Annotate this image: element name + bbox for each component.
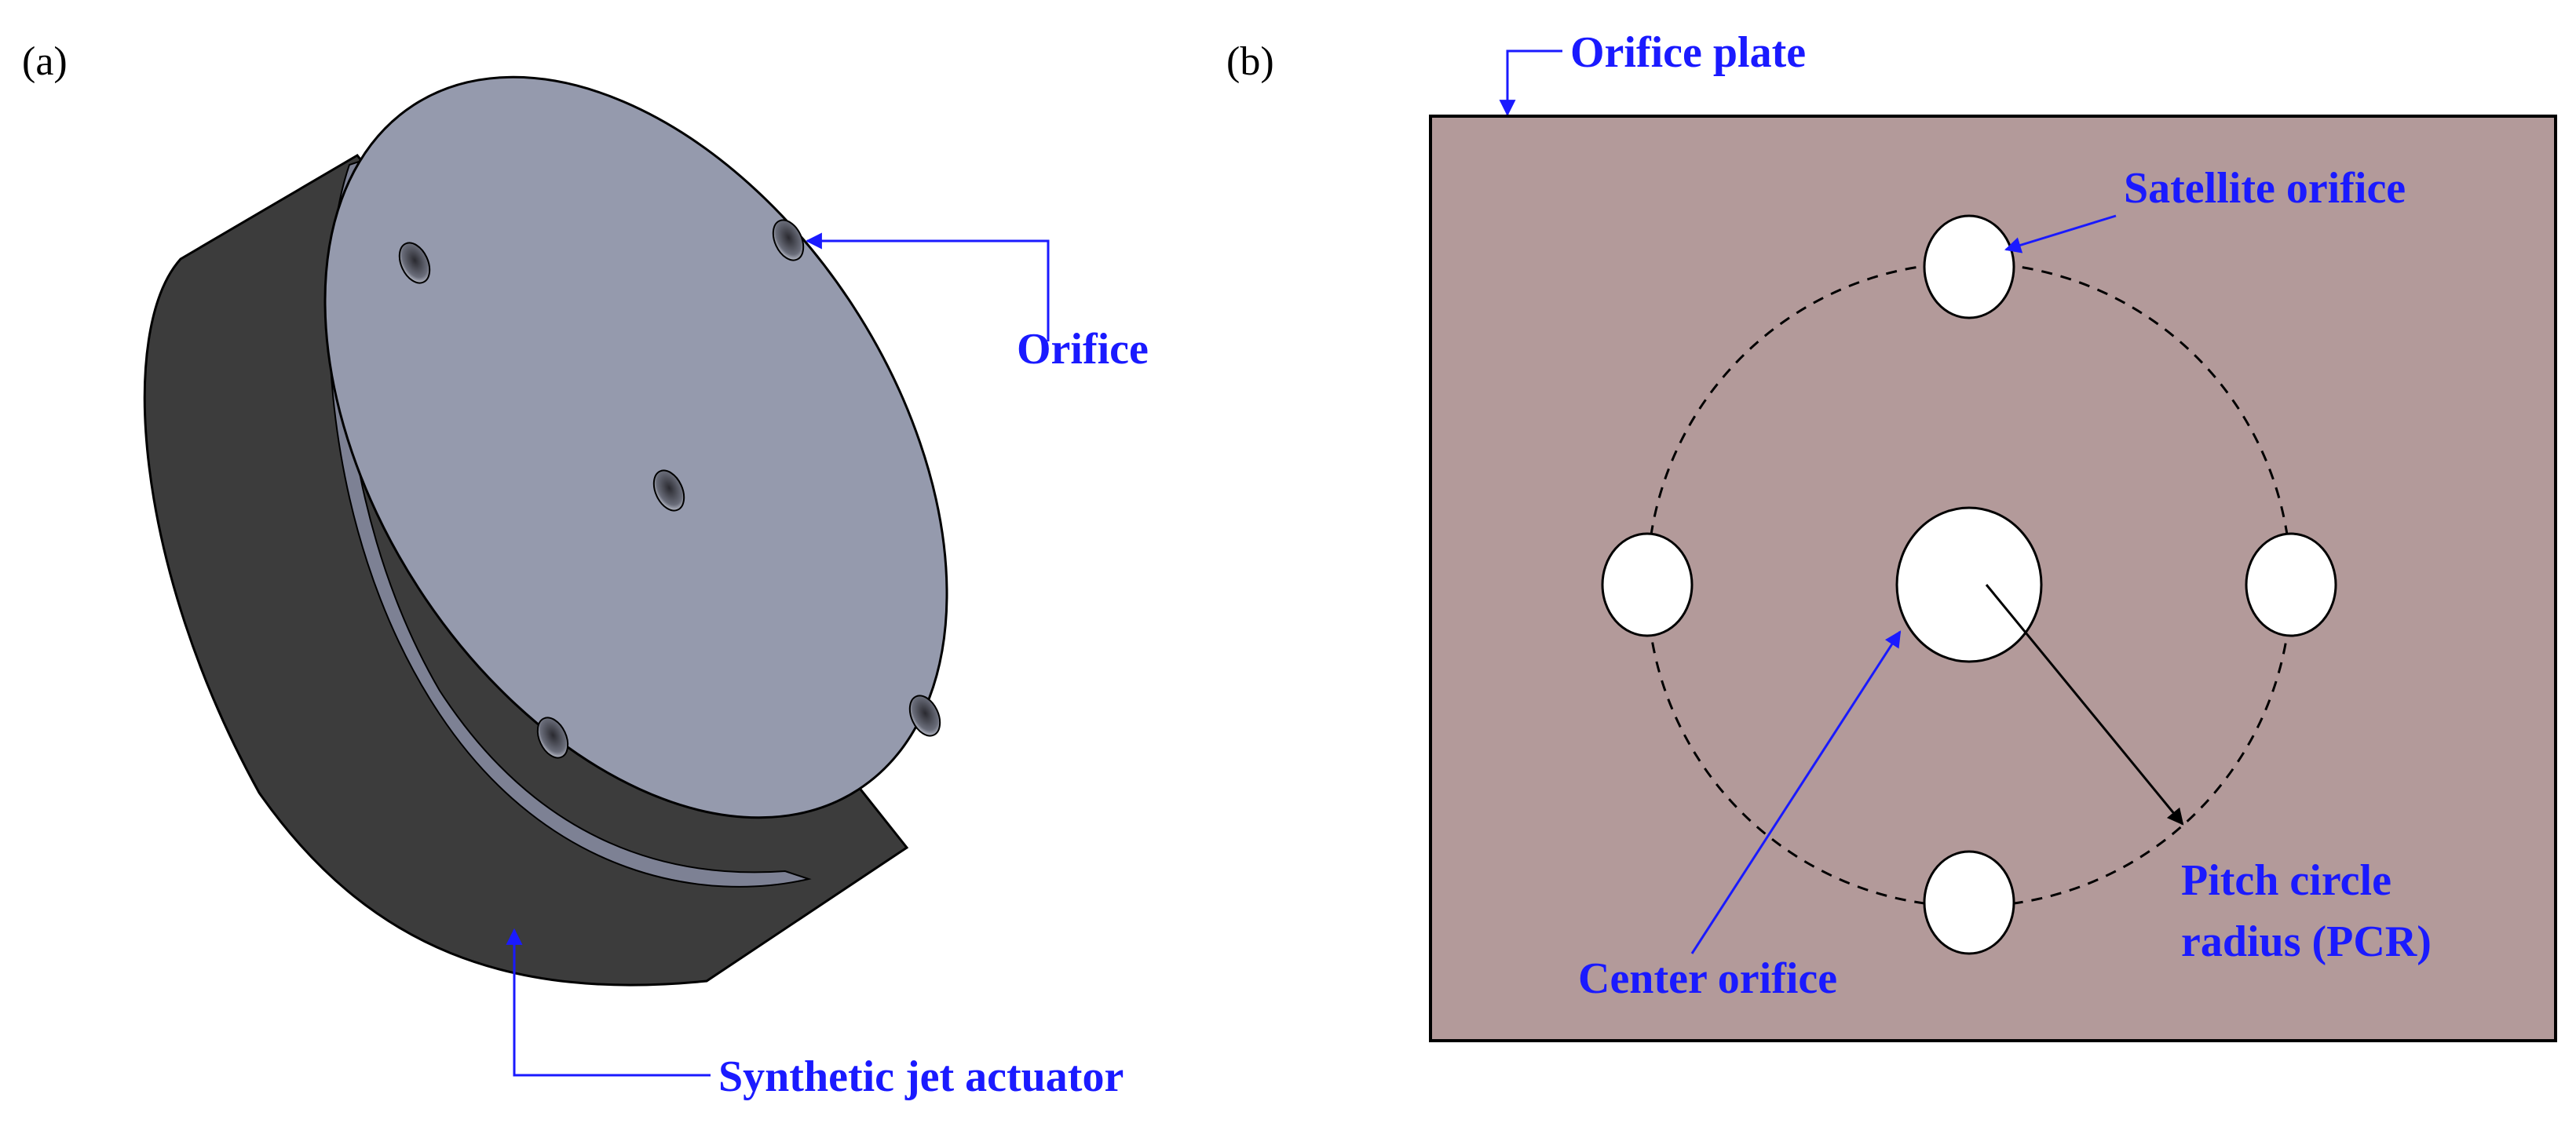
satellite-orifice-bottom — [1923, 850, 2015, 955]
pcr-callout-line1: Pitch circle — [2181, 856, 2391, 905]
plate-face — [323, 75, 948, 819]
actuator-3d-model — [143, 75, 948, 987]
pcr-callout-line2: radius (PCR) — [2181, 917, 2432, 966]
orifice-hole-center — [652, 469, 685, 512]
orifice-leader-arrow — [805, 232, 1050, 341]
panel-a: (a) Orifice Synthetic jet actuator — [22, 39, 1149, 1101]
orifice-hole-top-right — [772, 219, 805, 261]
plate-rim — [328, 159, 812, 888]
orifice-callout: Orifice — [1017, 325, 1149, 374]
center-orifice-callout: Center orifice — [1578, 954, 1837, 1003]
pcr-radius-arrow — [1985, 584, 2184, 826]
actuator-leader-arrow — [506, 928, 711, 1077]
satellite-orifice-top — [1923, 214, 2015, 319]
plate-orifices — [398, 219, 941, 759]
orifice-hole-top-left — [398, 242, 431, 284]
satellite-orifice-left — [1601, 532, 1694, 637]
center-orifice-leader-arrow — [1690, 630, 1902, 954]
satellite-orifice-right — [2245, 532, 2337, 637]
orifice-plate-leader-arrow — [1499, 49, 1562, 117]
panel-b: (b) Orifice plate Satellite orifice Cent… — [1226, 28, 2557, 1042]
orifice-plate-callout: Orifice plate — [1570, 28, 1806, 77]
satellite-orifice-leader-arrow — [2004, 214, 2117, 253]
orifice-hole-bottom-right — [908, 695, 941, 737]
panel-a-label: (a) — [22, 39, 68, 84]
satellite-orifice-callout: Satellite orifice — [2124, 164, 2406, 213]
panel-b-label: (b) — [1226, 39, 1274, 84]
center-orifice — [1895, 506, 2043, 663]
orifice-hole-bottom-left — [536, 717, 569, 759]
actuator-callout: Synthetic jet actuator — [718, 1052, 1124, 1101]
